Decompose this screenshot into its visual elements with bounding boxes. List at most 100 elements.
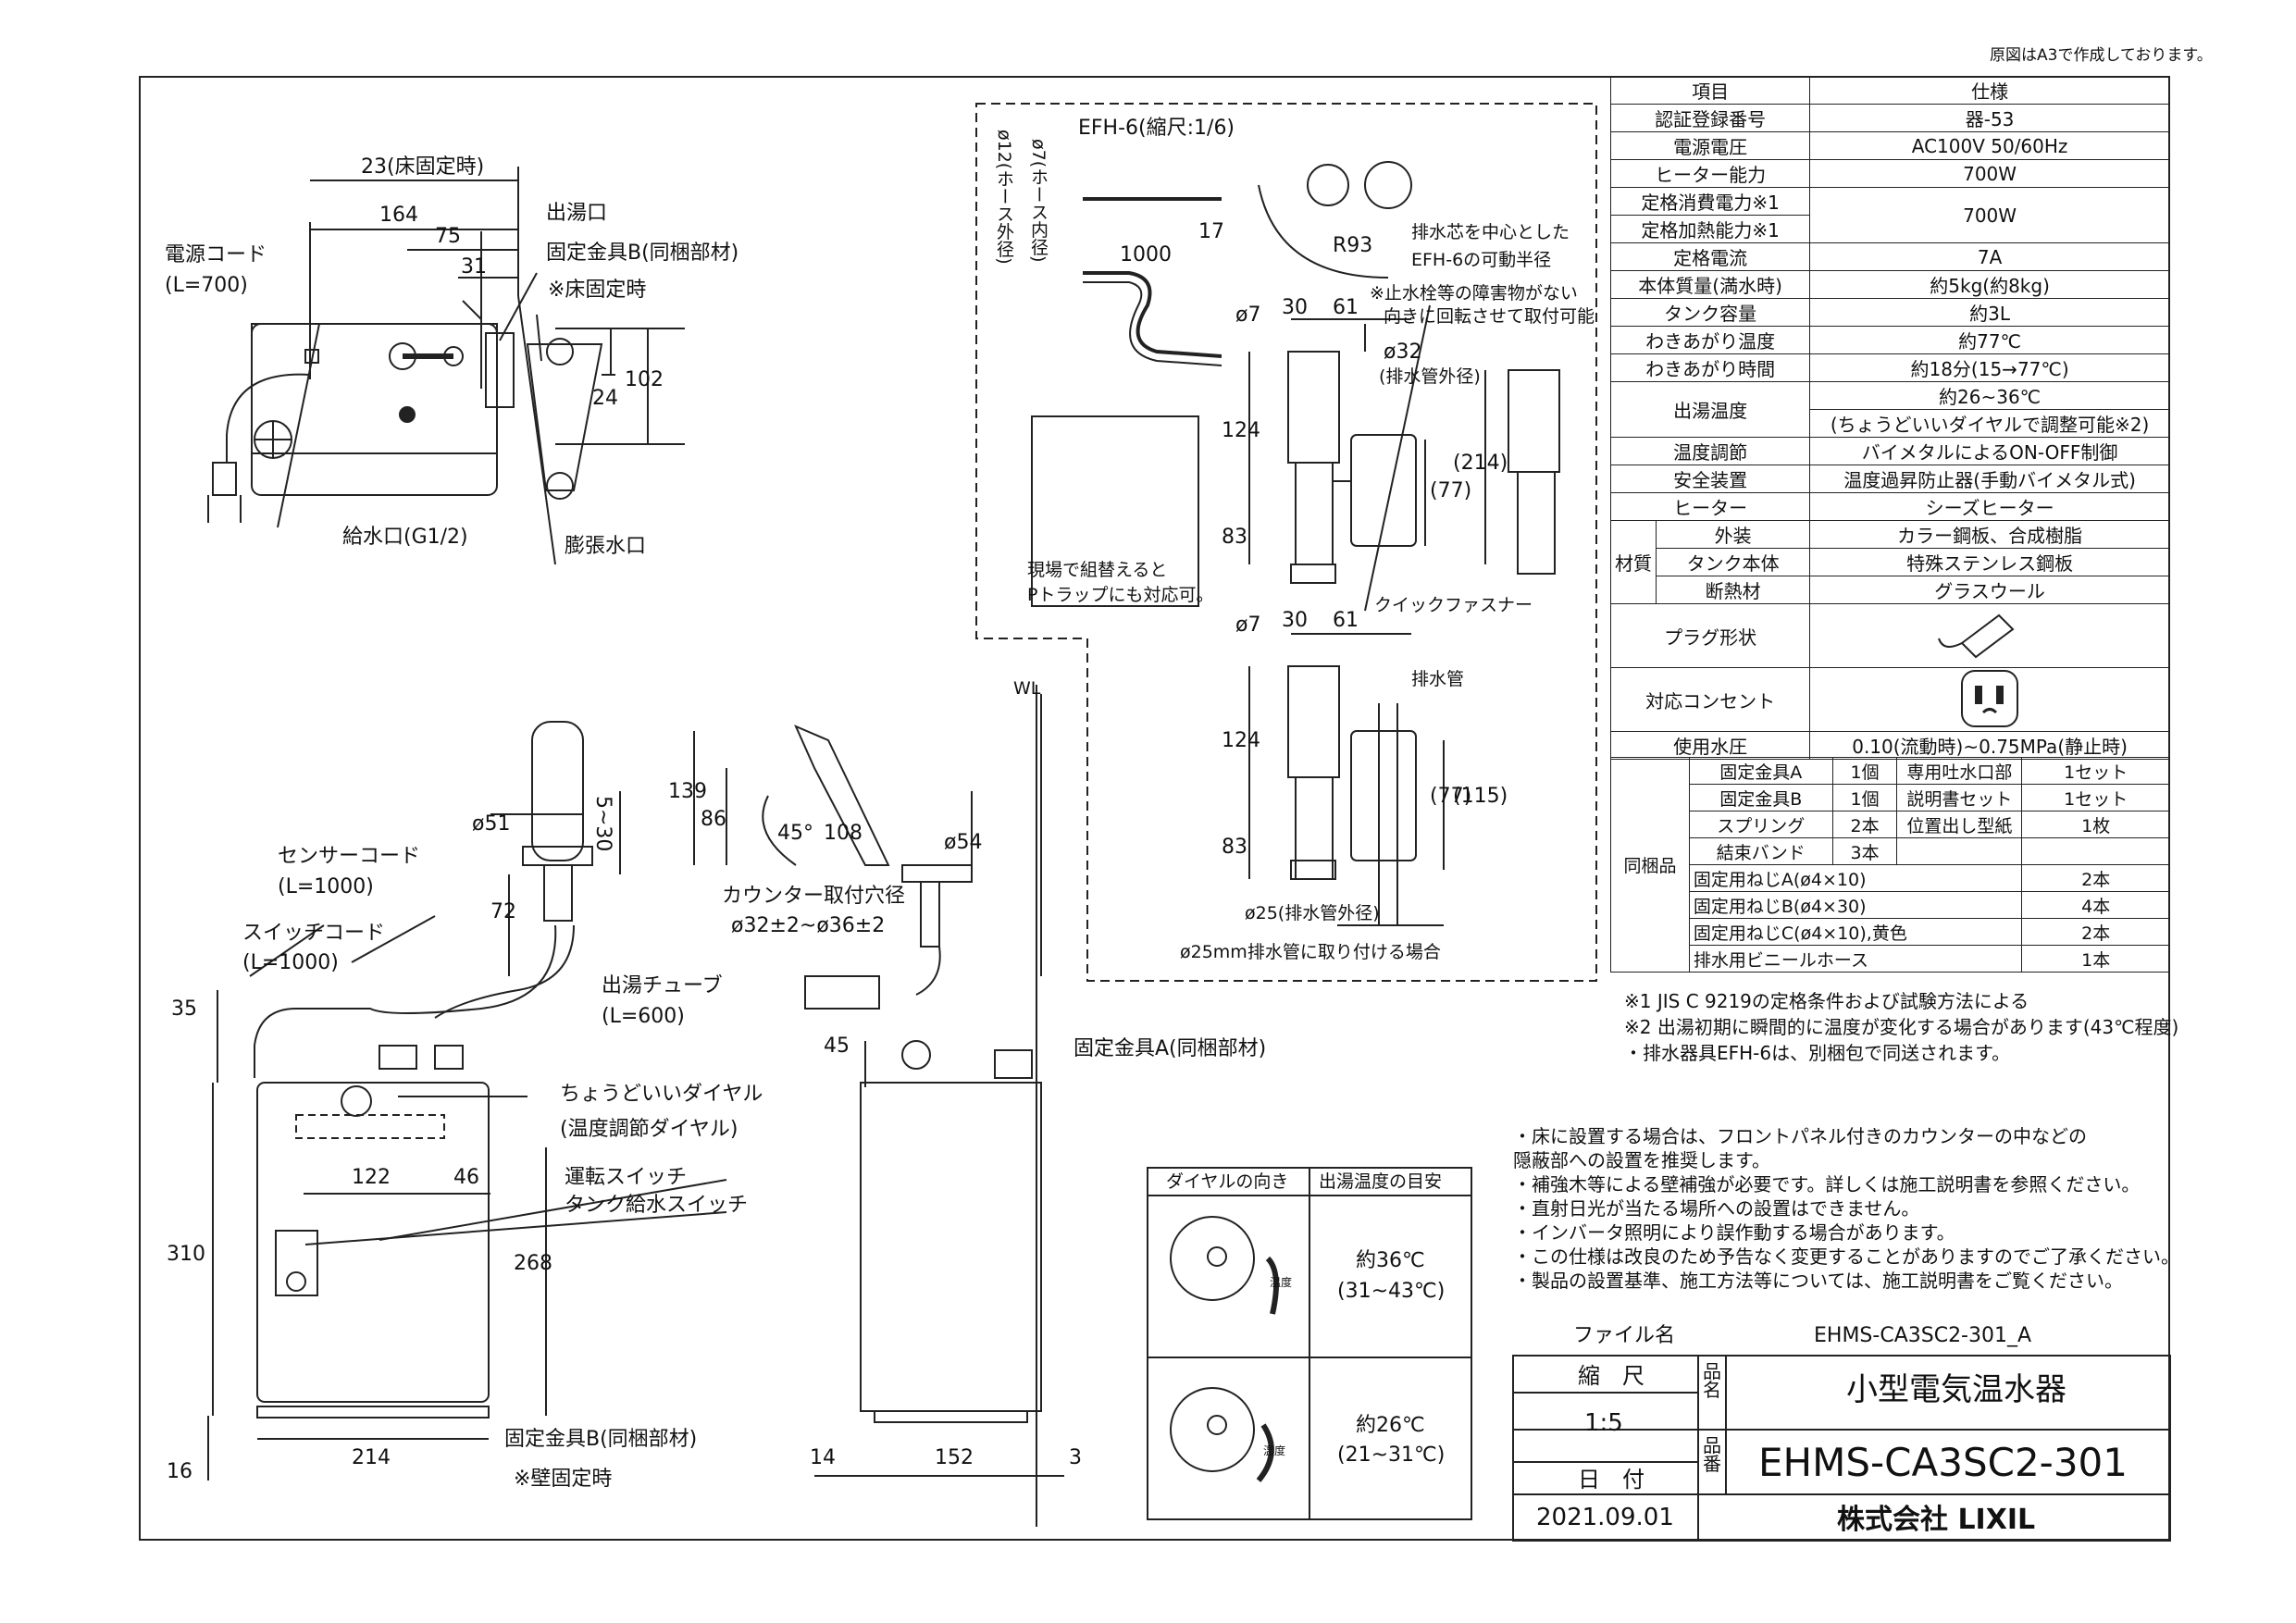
dial-table-frame bbox=[1147, 1167, 1472, 1520]
sensor-cord-label: センサーコード bbox=[278, 845, 421, 868]
front-dim-5-30: 5~30 bbox=[591, 796, 614, 852]
sensor-cord-length: (L=1000) bbox=[278, 875, 374, 898]
front-dim-46: 46 bbox=[453, 1166, 479, 1189]
efh-drawing bbox=[975, 103, 1597, 982]
efh-dim-124-a: 124 bbox=[1222, 419, 1260, 442]
included-item: 固定用ねじA(ø4×10) bbox=[1688, 864, 2023, 892]
front-dim-72: 72 bbox=[490, 900, 516, 923]
date-label: 日 付 bbox=[1578, 1467, 1644, 1493]
outlet-tube-length: (L=600) bbox=[602, 1005, 685, 1028]
front-dim-122: 122 bbox=[352, 1166, 391, 1189]
spec-label: ヒーター能力 bbox=[1609, 159, 1811, 188]
outlet-icon bbox=[1809, 667, 2170, 732]
side-dim-108: 108 bbox=[824, 822, 863, 845]
dial-row2-temp: 約26℃ bbox=[1356, 1414, 1425, 1437]
ptrap-note-2: Pトラップにも対応可。 bbox=[1027, 585, 1214, 605]
ptrap-note-1: 現場で組替えると bbox=[1027, 560, 1168, 580]
spec-header-item: 項目 bbox=[1609, 76, 1811, 105]
spec-label: プラグ形状 bbox=[1609, 603, 1811, 668]
efh-dim-1000: 1000 bbox=[1120, 243, 1172, 266]
scale-label: 縮 尺 bbox=[1578, 1363, 1644, 1389]
file-name-value: EHMS-CA3SC2-301_A bbox=[1814, 1324, 2032, 1347]
dial-row1-label: 温度 bbox=[1270, 1276, 1293, 1289]
dial-row1-range: (31~43℃) bbox=[1337, 1280, 1446, 1303]
spec-value: バイメタルによるON-OFF制御 bbox=[1809, 437, 2170, 465]
note-line: ・インバータ照明により誤作動する場合があります。 bbox=[1513, 1221, 1955, 1244]
top-dim-75: 75 bbox=[435, 225, 461, 248]
included-item: 位置出し型紙 bbox=[1896, 811, 2023, 838]
efh-dim-30-b: 30 bbox=[1282, 609, 1308, 632]
efh-dim-d32: ø32 bbox=[1384, 341, 1422, 364]
side-dim-14: 14 bbox=[810, 1446, 836, 1469]
included-item: 結束バンド bbox=[1688, 837, 1833, 865]
spec-value: 特殊ステンレス鋼板 bbox=[1809, 548, 2170, 576]
efh-dim-d7-a: ø7 bbox=[1235, 304, 1261, 327]
tank-switch-label: タンク給水スイッチ bbox=[565, 1194, 749, 1217]
front-dim-310: 310 bbox=[167, 1243, 205, 1266]
footnote-3: ・排水器具EFH-6は、別梱包で同送されます。 bbox=[1624, 1042, 2011, 1064]
included-item: 固定金具B bbox=[1688, 784, 1833, 812]
spec-label: 出湯温度 bbox=[1609, 381, 1811, 438]
stopcock-note-1: ※止水栓等の障害物がない bbox=[1370, 283, 1578, 304]
included-qty: 2本 bbox=[1831, 811, 1898, 838]
stopcock-note-2: 向きに回転させて取付可能 bbox=[1384, 306, 1595, 327]
included-item: 固定金具A bbox=[1688, 757, 1833, 785]
efh-dim-17: 17 bbox=[1198, 220, 1224, 243]
spec-label: 外装 bbox=[1655, 520, 1811, 549]
scale-value: 1:5 bbox=[1584, 1409, 1623, 1437]
dial-header-direction: ダイヤルの向き bbox=[1166, 1171, 1289, 1192]
counter-hole-dims: ø32±2~ø36±2 bbox=[731, 914, 886, 937]
expansion-label: 膨張水口 bbox=[565, 535, 647, 558]
note-line: ・直射日光が当たる場所への設置はできません。 bbox=[1513, 1197, 1920, 1220]
efh-dim-hose-od: ø12(ホース外径) bbox=[994, 130, 1014, 265]
efh-dim-124-b: 124 bbox=[1222, 729, 1260, 752]
included-qty: 1セット bbox=[2021, 757, 2170, 785]
company-name: 株式会社 LIXIL bbox=[1837, 1504, 2036, 1536]
side-dim-86: 86 bbox=[701, 808, 726, 831]
spec-value: 温度過昇防止器(手動バイメタル式) bbox=[1809, 465, 2170, 493]
spec-label: ヒーター bbox=[1609, 492, 1811, 521]
included-item: スプリング bbox=[1688, 811, 1833, 838]
efh-dim-83-b: 83 bbox=[1222, 836, 1247, 859]
dial-header-temp: 出湯温度の目安 bbox=[1319, 1171, 1443, 1192]
top-dim-31: 31 bbox=[461, 255, 487, 279]
spec-label: タンク本体 bbox=[1655, 548, 1811, 576]
drain-pipe-label: 排水管 bbox=[1411, 669, 1465, 689]
run-switch-label: 運転スイッチ bbox=[565, 1166, 688, 1189]
spec-label: 使用水圧 bbox=[1609, 731, 1811, 760]
spec-value: 約5kg(約8kg) bbox=[1809, 270, 2170, 299]
included-qty: 1個 bbox=[1831, 784, 1898, 812]
counter-hole-label: カウンター取付穴径 bbox=[722, 885, 906, 908]
spec-value: カラー鋼板、合成樹脂 bbox=[1809, 520, 2170, 549]
product-name-label: 品名 bbox=[1703, 1360, 1721, 1401]
front-bracket-b-label: 固定金具B(同梱部材) bbox=[504, 1428, 698, 1451]
included-item bbox=[1896, 837, 2023, 865]
product-name: 小型電気温水器 bbox=[1846, 1371, 2066, 1408]
efh-dim-61-a: 61 bbox=[1333, 296, 1359, 319]
included-qty bbox=[2021, 837, 2170, 865]
spec-value: 7A bbox=[1809, 242, 2170, 271]
spec-value: 700W bbox=[1809, 187, 2170, 243]
efh-dim-214: (214) bbox=[1453, 452, 1508, 475]
spec-value: 器-53 bbox=[1809, 104, 2170, 132]
product-number: EHMS-CA3SC2-301 bbox=[1758, 1440, 2128, 1485]
quick-fastener-label: クイックファスナー bbox=[1374, 595, 1533, 615]
spec-header-spec: 仕様 bbox=[1809, 76, 2170, 105]
spec-label: 本体質量(満水時) bbox=[1609, 270, 1811, 299]
note-line: ・この仕様は改良のため予告なく変更することがありますのでご了承ください。 bbox=[1513, 1245, 2179, 1268]
spec-label: 定格加熱能力※1 bbox=[1609, 215, 1811, 243]
footnote-2: ※2 出湯初期に瞬間的に温度が変化する場合があります(43℃程度) bbox=[1624, 1016, 2179, 1038]
power-cord-label: 電源コード bbox=[165, 243, 267, 266]
file-name-label: ファイル名 bbox=[1573, 1324, 1676, 1347]
spec-value: 約26~36℃ bbox=[1809, 381, 2170, 410]
wall-fix-note: ※壁固定時 bbox=[514, 1468, 613, 1491]
efh-dim-r93: R93 bbox=[1333, 234, 1373, 257]
efh-dim-77-a: (77) bbox=[1430, 479, 1472, 502]
included-item: 説明書セット bbox=[1896, 784, 2023, 812]
note-line: 隠蔽部への設置を推奨します。 bbox=[1513, 1149, 1770, 1171]
outlet-label: 出湯口 bbox=[546, 202, 608, 225]
title-block-frame bbox=[1512, 1355, 2171, 1542]
efh-dim-83-a: 83 bbox=[1222, 526, 1247, 549]
top-dim-164: 164 bbox=[379, 204, 418, 227]
